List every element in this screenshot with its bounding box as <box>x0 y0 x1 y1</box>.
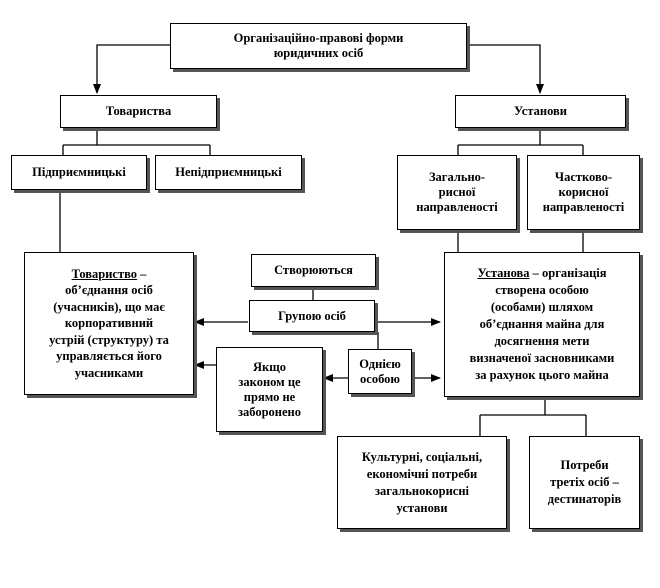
third-parties-needs-box: Потреби третіх осіб – дестинаторів <box>529 436 640 529</box>
root-box: Організаційно-правові форми юридичних ос… <box>170 23 467 69</box>
chastkovo-korysni-box: Частково- корисної направленості <box>527 155 640 230</box>
cultural-needs-box: Культурні, соціальні, економічні потреби… <box>337 436 507 529</box>
single-box: Однією особою <box>348 349 412 394</box>
line-ustanova-to-purposes <box>479 397 587 436</box>
tovarystvo-definition-box: Товариство – об’єднання осіб (учасників)… <box>24 252 194 395</box>
line-tovarystva-split <box>62 128 211 155</box>
ustanova-term: Установа <box>477 266 530 280</box>
created-box: Створюються <box>251 254 376 287</box>
nepidpryiemnytski-box: Непідприємницькі <box>155 155 302 190</box>
ustanovy-box: Установи <box>455 95 626 128</box>
arrow-root-to-tovarystva <box>93 44 170 94</box>
line-ustanovy-split <box>457 128 584 155</box>
arrow-root-to-ustanovy <box>467 44 544 94</box>
condition-box: Якщо законом це прямо не заборонено <box>216 347 323 432</box>
tovarystva-box: Товариства <box>60 95 217 128</box>
zahalnokorysni-box: Загально- рисної направленості <box>397 155 517 230</box>
ustanova-definition-box: Установа – організація створена особою (… <box>444 252 640 397</box>
tovarystvo-term: Товариство <box>71 266 138 281</box>
group-box: Групою осіб <box>249 300 375 332</box>
pidpryiemnytski-box: Підприємницькі <box>11 155 147 190</box>
